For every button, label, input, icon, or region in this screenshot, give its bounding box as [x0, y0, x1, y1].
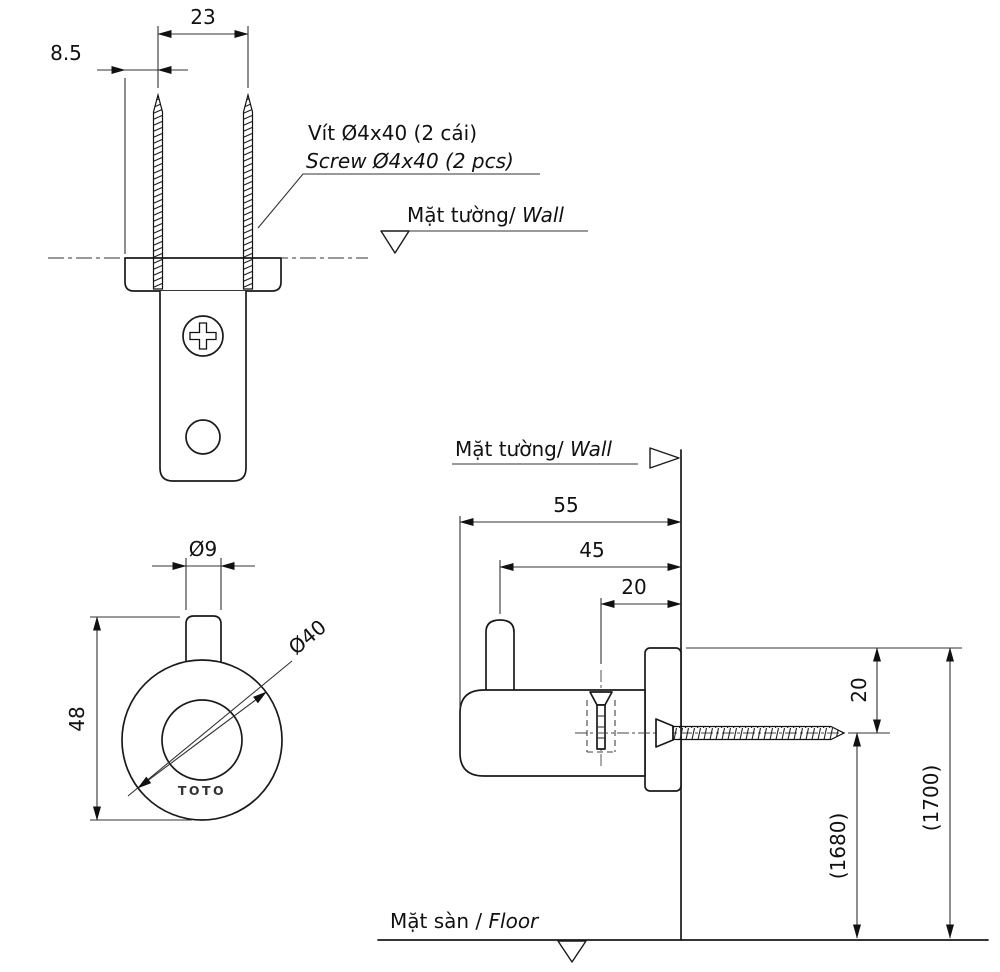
dim-23-label: 23	[190, 5, 215, 29]
dim-d9-label: Ø9	[189, 537, 217, 561]
dimension-1680: (1680)	[826, 732, 862, 939]
wall-label-side-en: Wall	[570, 437, 612, 461]
svg-text:Mặt tường/ Wall: Mặt tường/ Wall	[407, 203, 564, 227]
top-view: 23 8.5 Vít Ø4x40 (2 cái) Screw Ø4x40 (2 …	[48, 5, 588, 482]
side-view: Mặt tường/ Wall	[377, 437, 989, 963]
mounting-screw	[575, 718, 862, 748]
hook-body-top-view	[159, 291, 247, 482]
right-screw	[242, 92, 254, 290]
peg-hole	[185, 419, 221, 455]
wall-label-en: Wall	[522, 203, 564, 227]
wall-label-side-view: Mặt tường/ Wall	[452, 437, 680, 469]
floor-label-vi: Mặt sàn /	[390, 909, 489, 933]
svg-text:Mặt sàn / Floor: Mặt sàn / Floor	[390, 909, 540, 933]
dimension-20-horizontal: 20	[600, 575, 682, 664]
front-view: Ø40 Ø9 48 TOTO	[65, 537, 331, 821]
dimension-45: 45	[499, 538, 682, 614]
wall-label-vi: Mặt tường/	[407, 203, 522, 227]
floor-label-en: Floor	[489, 909, 541, 933]
toto-logo: TOTO	[178, 783, 226, 798]
dimension-23: 23	[157, 5, 249, 88]
side-flange	[644, 647, 682, 792]
dim-1680-label: (1680)	[826, 813, 850, 880]
dimension-1700: (1700)	[919, 647, 955, 939]
floor: Mặt sàn / Floor	[377, 909, 989, 963]
screw-note-vi: Vít Ø4x40 (2 cái)	[308, 121, 477, 145]
svg-text:Mặt tường/ Wall: Mặt tường/ Wall	[455, 437, 612, 461]
dim-20-vertical-label: 20	[847, 677, 871, 702]
screw-note-en: Screw Ø4x40 (2 pcs)	[306, 149, 514, 173]
dim-d40-label: Ø40	[284, 615, 331, 660]
dim-55-label: 55	[553, 493, 578, 517]
dimension-48: 48	[65, 616, 192, 821]
dim-8-5-label: 8.5	[50, 41, 82, 65]
flange-top-view	[124, 257, 282, 292]
left-screw	[152, 92, 164, 290]
phillips-cross-icon	[189, 322, 217, 350]
dimension-8-5: 8.5	[50, 41, 188, 254]
dimension-d9: Ø9	[152, 537, 255, 610]
dim-45-label: 45	[579, 538, 604, 562]
wall-surface-triangle-top	[380, 230, 410, 254]
set-screw	[586, 670, 616, 768]
side-peg	[485, 619, 515, 690]
wall-label-side-vi: Mặt tường/	[455, 437, 570, 461]
floor-surface-triangle	[557, 940, 587, 963]
dimension-20-vertical: 20	[847, 647, 882, 734]
phillips-screw-head	[182, 315, 224, 357]
wall-label-top-view: Mặt tường/ Wall	[380, 203, 588, 254]
dim-48-label: 48	[65, 706, 89, 731]
wall-surface-triangle-side	[649, 447, 680, 469]
dim-20-horizontal-label: 20	[621, 575, 646, 599]
screw-callout: Vít Ø4x40 (2 cái) Screw Ø4x40 (2 pcs)	[257, 121, 540, 229]
dimension-55: 55	[459, 493, 682, 708]
dim-1700-label: (1700)	[919, 765, 943, 832]
